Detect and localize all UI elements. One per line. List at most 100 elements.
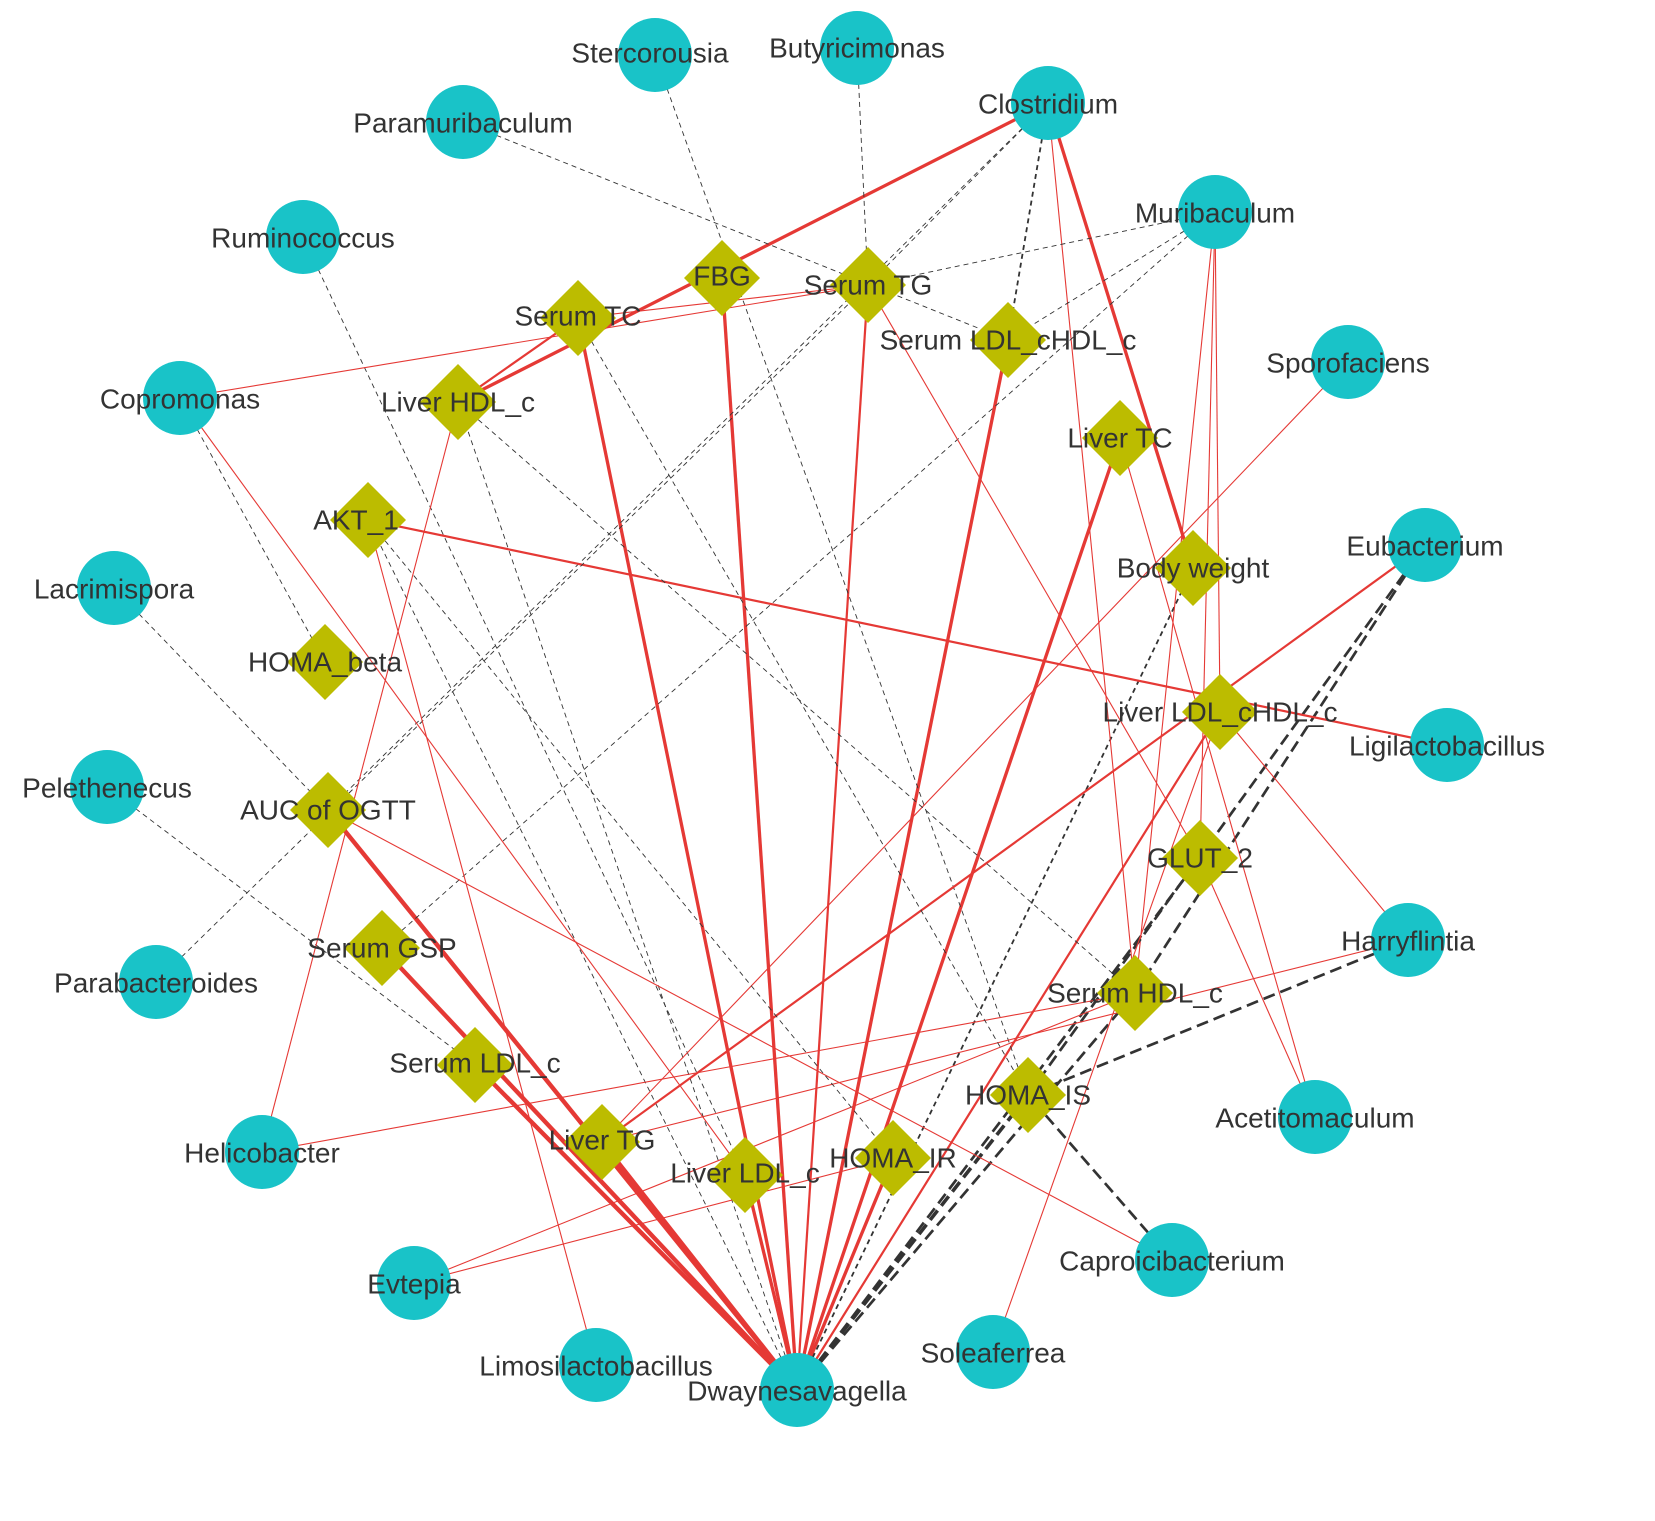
indicator-label-glut2: GLUT_2 [1147,842,1253,873]
edge-layer [106,47,1448,1392]
indicator-node-liver_tg[interactable] [564,1104,640,1180]
edge-dwaynesavagella-serum_hdl [795,992,1137,1391]
indicator-label-serum_tc: Serum TC [514,300,641,331]
genus-node-ruminococcus[interactable] [266,200,340,274]
genus-node-dwaynesavagella[interactable] [760,1353,834,1427]
genus-node-pelethenecus[interactable] [70,750,144,824]
edge-clostridium-auc_ogtt [327,102,1049,811]
edge-copromonas-homa_beta [179,397,326,663]
genus-node-lacrimispora[interactable] [77,551,151,625]
genus-node-parabacteroides[interactable] [119,945,193,1019]
edge-butyricimonas-serum_tg [856,47,869,286]
indicator-node-body_weight[interactable] [1155,530,1231,606]
edge-copromonas-liver_ldl [179,397,746,1176]
genus-node-evtepia[interactable] [377,1246,451,1320]
genus-node-stercorousia[interactable] [618,18,692,92]
genus-node-copromonas[interactable] [143,361,217,435]
indicator-node-fbg[interactable] [684,240,760,316]
genus-node-helicobacter[interactable] [225,1115,299,1189]
indicator-label-liver_ldl: Liver LDL_c [670,1157,819,1188]
edge-muribaculum-serum_ldl_hdl [1007,211,1216,341]
genus-label-soleaferrea: Soleaferrea [921,1337,1066,1368]
indicator-node-serum_gsp[interactable] [344,910,420,986]
edge-clostridium-serum_tg [867,102,1049,286]
indicator-node-liver_tc[interactable] [1082,400,1158,476]
edge-paramuribaculum-serum_ldl_hdl [462,121,1009,341]
indicator-label-homa_is: HOMA_IS [965,1079,1091,1110]
edge-dwaynesavagella-homa_ir [795,1157,895,1391]
edge-acetitomaculum-liver_tc [1119,437,1316,1118]
indicator-node-homa_is[interactable] [990,1057,1066,1133]
genus-label-helicobacter: Helicobacter [184,1137,340,1168]
edge-liver_hdl-serum_hdl [457,401,1136,994]
genus-node-ligilactobacillus[interactable] [1410,708,1484,782]
edge-dwaynesavagella-serum_tc [576,317,799,1391]
genus-label-stercorousia: Stercorousia [571,37,729,68]
edge-dwaynesavagella-serum_ldl [473,1063,799,1392]
edge-clostridium-serum_ldl_hdl [1007,102,1049,341]
genus-node-eubacterium[interactable] [1388,508,1462,582]
indicator-node-auc_ogtt[interactable] [290,772,366,848]
genus-label-ligilactobacillus: Ligilactobacillus [1349,730,1545,761]
indicator-node-serum_hdl[interactable] [1097,955,1173,1031]
indicator-node-glut2[interactable] [1162,820,1238,896]
edge-harryflintia-homa_is [1027,938,1409,1097]
genus-label-muribaculum: Muribaculum [1135,197,1295,228]
genus-label-harryflintia: Harryflintia [1341,925,1475,956]
genus-node-caproicibacterium[interactable] [1135,1223,1209,1297]
edge-muribaculum-liver_ldl_hdl [1214,211,1221,713]
indicator-label-liver_hdl: Liver HDL_c [381,386,535,417]
edge-dwaynesavagella-serum_ldl_hdl [795,339,1010,1391]
edge-eubacterium-liver_tg [601,544,1426,1143]
edge-dwaynesavagella-body_weight [796,567,1194,1391]
indicator-node-liver_ldl_hdl[interactable] [1182,674,1258,750]
edge-stercorousia-homa_is [654,54,1029,1096]
edge-harryflintia-liver_ldl_hdl [1219,711,1409,941]
edge-dwaynesavagella-serum_gsp [380,946,799,1392]
edge-copromonas-serum_tg [179,284,869,399]
indicator-node-serum_tg[interactable] [830,247,906,323]
genus-node-butyricimonas[interactable] [820,11,894,85]
genus-node-soleaferrea[interactable] [956,1315,1030,1389]
genus-node-muribaculum[interactable] [1178,175,1252,249]
genus-label-copromonas: Copromonas [100,383,260,414]
genus-label-paramuribaculum: Paramuribaculum [353,107,572,138]
indicator-node-serum_ldl_hdl[interactable] [970,302,1046,378]
genus-node-clostridium[interactable] [1011,66,1085,140]
edge-dwaynesavagella-liver_tg [600,1140,799,1392]
indicator-label-liver_ldl_hdl: Liver LDL_cHDL_c [1103,696,1338,727]
edge-limosilactobacillus-akt1 [367,519,597,1366]
indicator-node-serum_ldl[interactable] [437,1027,513,1103]
indicator-node-serum_tc[interactable] [540,280,616,356]
edge-clostridium-liver_hdl [457,101,1049,404]
edge-soleaferrea-liver_ldl_hdl [992,711,1221,1353]
genus-node-sporofaciens[interactable] [1311,325,1385,399]
indicator-node-akt1[interactable] [330,482,406,558]
genus-label-dwaynesavagella: Dwaynesavagella [687,1375,907,1406]
genus-node-paramuribaculum[interactable] [426,85,500,159]
indicator-node-homa_beta[interactable] [287,624,363,700]
genus-node-acetitomaculum[interactable] [1278,1080,1352,1154]
indicator-node-liver_ldl[interactable] [707,1137,783,1213]
indicator-label-body_weight: Body weight [1117,552,1270,583]
edge-dwaynesavagella-liver_ldl_hdl [796,711,1221,1391]
edge-ruminococcus-liver_ldl [302,236,746,1176]
genus-label-evtepia: Evtepia [367,1268,461,1299]
indicator-label-fbg: FBG [693,260,751,291]
indicator-label-homa_beta: HOMA_beta [248,646,402,677]
indicator-node-homa_ir[interactable] [855,1120,931,1196]
indicator-node-liver_hdl[interactable] [420,364,496,440]
edge-dwaynesavagella-fbg [720,277,799,1391]
genus-label-caproicibacterium: Caproicibacterium [1059,1245,1285,1276]
edge-acetitomaculum-glut2 [1199,857,1316,1118]
genus-node-limosilactobacillus[interactable] [559,1328,633,1402]
indicator-label-serum_gsp: Serum GSP [307,932,456,963]
edge-dwaynesavagella-liver_hdl [457,401,798,1391]
indicator-label-auc_ogtt: AUC of OGTT [240,794,416,825]
genus-node-harryflintia[interactable] [1371,903,1445,977]
genus-label-sporofaciens: Sporofaciens [1266,347,1429,378]
edge-helicobacter-liver_hdl [261,401,459,1153]
genus-label-eubacterium: Eubacterium [1346,530,1503,561]
edge-evtepia-serum_hdl [413,992,1136,1284]
